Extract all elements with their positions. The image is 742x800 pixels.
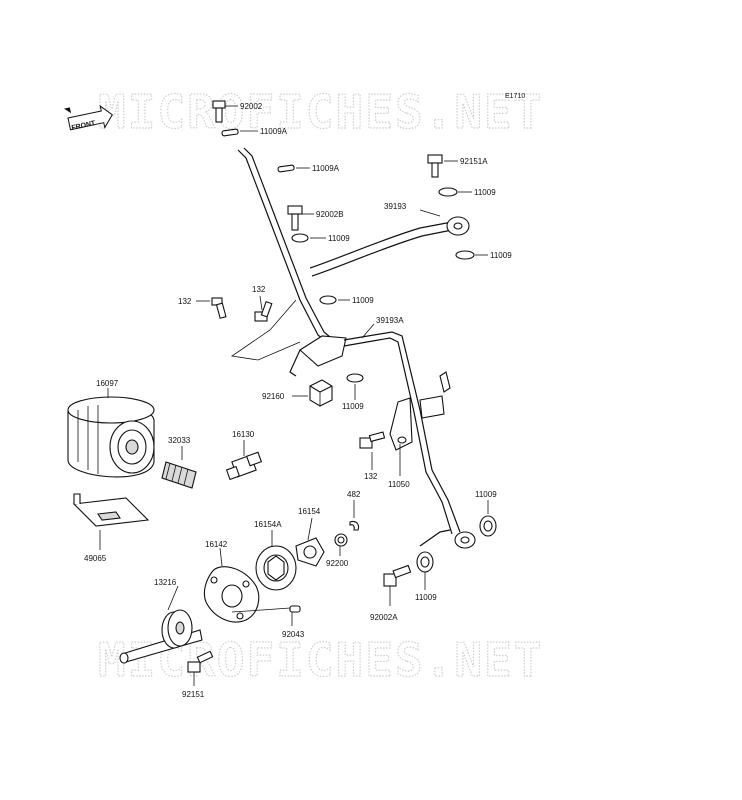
- bolt-132-center: [254, 300, 273, 322]
- label-132-left: 132: [178, 297, 192, 306]
- bolt-92002a: [383, 564, 412, 587]
- label-16130: 16130: [232, 430, 255, 439]
- oil-screen-49065: [72, 493, 150, 527]
- label-132-right: 132: [364, 472, 378, 481]
- circlip-482: [349, 520, 360, 531]
- washer-11009-r2: [455, 250, 475, 260]
- label-11009-c1: 11009: [328, 234, 350, 243]
- leader-lines: [99, 105, 489, 686]
- label-482: 482: [347, 490, 361, 499]
- bolt-92002b: [287, 205, 303, 231]
- label-132-center: 132: [252, 285, 266, 294]
- washer-11009-r1: [438, 187, 458, 197]
- label-11009a-1: 11009A: [260, 127, 288, 136]
- clamp-92160: [309, 379, 333, 407]
- part-labels: 92002 11009A 11009A 92151A 11009 39193 9…: [84, 102, 512, 699]
- oil-pipe-assembly: [237, 147, 476, 549]
- label-92151: 92151: [182, 690, 205, 699]
- pump-cover-16142: [203, 566, 260, 623]
- pump-rotor-16154: [295, 537, 325, 567]
- watermark-top: MICROFICHES.NET: [98, 85, 543, 139]
- label-92002: 92002: [240, 102, 263, 111]
- bolt-132-right: [359, 431, 386, 449]
- label-11009-r4: 11009: [415, 593, 437, 602]
- label-92043: 92043: [282, 630, 305, 639]
- figure-code: E1710: [505, 93, 525, 100]
- pin-92043: [289, 605, 301, 613]
- bolt-92151a: [427, 154, 443, 178]
- washer-11009a-1: [221, 128, 239, 137]
- label-16154a: 16154A: [254, 520, 282, 529]
- washer-11009-c2: [319, 295, 337, 305]
- washer-11009a-2: [277, 164, 295, 173]
- label-92160: 92160: [262, 392, 285, 401]
- label-16154: 16154: [298, 507, 321, 516]
- pump-rotor-16154a: [255, 545, 297, 591]
- label-11009-c3: 11009: [342, 402, 364, 411]
- label-49065: 49065: [84, 554, 107, 563]
- bolt-92002: [212, 100, 226, 123]
- washer-11009-c3: [346, 373, 364, 383]
- label-13216: 13216: [154, 578, 177, 587]
- label-11050: 11050: [388, 480, 410, 489]
- label-92200: 92200: [326, 559, 349, 568]
- relief-valve-16130: [225, 451, 263, 481]
- relief-spring-32033: [161, 461, 197, 489]
- label-92002a: 92002A: [370, 613, 398, 622]
- washer-11009-c1: [291, 233, 309, 243]
- label-11009-c2: 11009: [352, 296, 374, 305]
- label-11009a-2: 11009A: [312, 164, 340, 173]
- label-39193: 39193: [384, 202, 407, 211]
- oil-filter-16097: [67, 396, 155, 478]
- label-92151a: 92151A: [460, 157, 488, 166]
- label-92002b: 92002B: [316, 210, 344, 219]
- label-32033: 32033: [168, 436, 191, 445]
- label-11009-r1: 11009: [474, 188, 496, 197]
- bolt-132-left: [211, 297, 227, 319]
- label-16097: 16097: [96, 379, 119, 388]
- label-11009-r2: 11009: [490, 251, 512, 260]
- label-16142: 16142: [205, 540, 228, 549]
- label-39193a: 39193A: [376, 316, 404, 325]
- pipe-junction: [299, 335, 347, 367]
- label-11009-r3: 11009: [475, 490, 497, 499]
- front-arrow-icon: [63, 104, 113, 131]
- pump-shaft-13216: [119, 609, 203, 664]
